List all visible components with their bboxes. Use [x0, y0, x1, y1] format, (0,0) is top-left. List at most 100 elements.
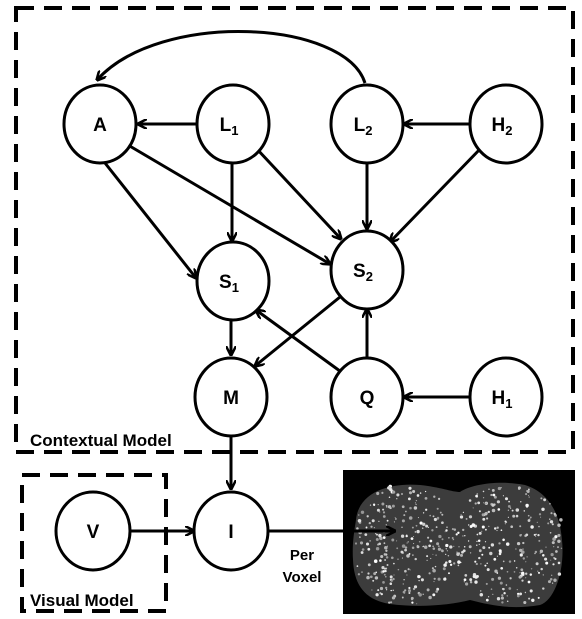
brain-speck	[469, 552, 472, 554]
brain-speck	[510, 507, 512, 509]
brain-speck	[407, 568, 410, 571]
brain-speck	[505, 584, 508, 586]
brain-speck	[380, 554, 384, 559]
brain-speck	[401, 505, 405, 509]
brain-speck	[475, 494, 478, 498]
brain-speck	[462, 528, 465, 532]
brain-speck	[508, 560, 512, 563]
brain-speck	[376, 508, 380, 512]
brain-speck	[529, 518, 531, 520]
brain-speck	[385, 586, 388, 590]
brain-speck	[408, 486, 412, 490]
brain-speck	[506, 595, 508, 597]
brain-speck	[516, 515, 518, 517]
brain-speck	[433, 577, 436, 580]
brain-speck	[508, 587, 512, 590]
brain-speck	[557, 523, 561, 527]
brain-speck	[549, 578, 553, 581]
brain-speck	[425, 524, 429, 528]
node-A-label: A	[93, 115, 107, 136]
brain-speck	[504, 520, 507, 523]
brain-speck	[485, 582, 488, 585]
brain-speck	[441, 513, 444, 516]
brain-speck	[409, 506, 412, 510]
brain-speck	[501, 601, 504, 604]
brain-speck	[541, 507, 545, 512]
brain-speck	[372, 579, 375, 582]
brain-speck	[481, 530, 483, 532]
edge-Q-S1	[256, 310, 345, 376]
brain-speck	[365, 542, 370, 546]
brain-speck	[404, 548, 407, 552]
brain-speck	[484, 564, 487, 567]
brain-speck	[411, 526, 414, 529]
brain-speck	[476, 574, 479, 578]
brain-speck	[474, 560, 477, 563]
brain-speck	[375, 593, 379, 597]
brain-speck	[528, 597, 531, 600]
brain-speck	[496, 526, 499, 529]
brain-speck	[377, 589, 380, 592]
brain-speck	[376, 491, 380, 496]
brain-speck	[382, 511, 386, 514]
brain-speck	[482, 490, 485, 493]
brain-speck	[522, 548, 524, 550]
brain-speck	[392, 589, 394, 591]
brain-speck	[433, 581, 435, 583]
brain-speck	[444, 577, 446, 579]
brain-speck	[474, 580, 478, 584]
brain-speck	[523, 600, 527, 605]
node-A	[62, 83, 138, 165]
brain-speck	[486, 568, 490, 572]
brain-speck	[432, 593, 436, 597]
brain-speck	[404, 569, 407, 573]
brain-speck	[389, 575, 393, 579]
brain-speck	[361, 548, 365, 551]
brain-speck	[554, 535, 558, 539]
brain-speck	[557, 539, 561, 544]
brain-speck	[505, 542, 510, 546]
brain-speck	[390, 589, 392, 592]
brain-speck	[393, 574, 395, 576]
brain-speck	[489, 551, 493, 556]
brain-speck	[545, 546, 547, 548]
brain-speck	[519, 534, 522, 537]
brain-speck	[501, 594, 504, 597]
brain-speck	[386, 564, 389, 566]
brain-speck	[379, 586, 384, 591]
brain-speck	[540, 516, 542, 518]
brain-speck	[525, 493, 528, 496]
brain-speck	[510, 525, 514, 529]
brain-speck	[508, 500, 510, 503]
brain-speck	[527, 514, 530, 517]
brain-speck	[537, 533, 540, 537]
brain-speck	[426, 559, 428, 562]
brain-speck	[468, 499, 472, 502]
brain-speck	[419, 492, 422, 494]
brain-speck	[360, 551, 364, 554]
brain-speck	[516, 592, 520, 596]
brain-speck	[437, 577, 441, 581]
brain-speck	[429, 514, 432, 517]
brain-speck	[417, 574, 421, 579]
brain-speck	[437, 497, 441, 501]
brain-speck	[549, 520, 554, 524]
brain-speck	[540, 497, 543, 500]
brain-speck	[364, 533, 368, 536]
brain-speck	[547, 580, 552, 584]
brain-speck	[547, 522, 550, 525]
brain-speck	[493, 557, 497, 561]
brain-speck	[551, 541, 555, 545]
brain-speck	[513, 560, 516, 562]
brain-speck	[506, 570, 509, 573]
brain-speck	[384, 568, 386, 570]
brain-speck	[519, 525, 522, 528]
brain-speck	[373, 559, 378, 563]
brain-speck	[401, 519, 405, 523]
node-S1	[195, 240, 271, 322]
brain-speck	[407, 589, 412, 593]
brain-speck	[382, 515, 386, 518]
brain-speck	[551, 582, 554, 584]
brain-speck	[382, 536, 386, 539]
brain-speck	[519, 572, 521, 574]
